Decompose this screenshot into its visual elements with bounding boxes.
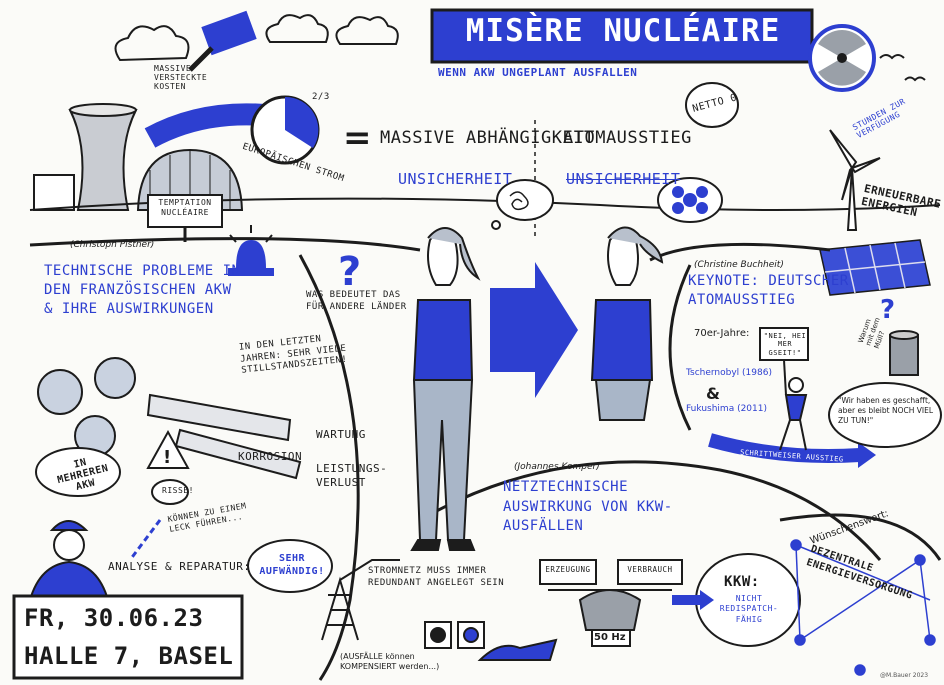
fukushima-label: Fukushima (2011) [686,404,767,414]
phaseout-label: ATOMAUSSTIEG [563,128,692,148]
ratio-label: 2/3 [312,92,330,102]
flower-icon [672,186,708,214]
uncertainty-left-label: UNSICHERHEIT [398,170,513,188]
protest-sign-label: "NEI, HEI MER GSEIT!" [763,332,807,357]
network-diagram [790,539,936,676]
worried-woman-figure [410,227,481,551]
power-tower-drawing [321,559,400,641]
quote-label: "Wir haben es geschafft, aber es bleibt … [838,396,934,425]
scribble-icon [509,191,529,211]
transition-arrow [490,262,578,398]
pipe-section-icons [37,357,136,457]
svg-text:!: ! [163,447,171,468]
temptation-label: TEMPTATION NUCLÉAIRE [158,198,212,217]
waste-barrel-drawing [889,330,919,376]
page-subtitle: WENN AKW UNGEPLANT AUSFALLEN [438,66,638,79]
left-heading: TECHNISCHE PROBLEME in den FRANZÖSISCHEN… [44,263,241,317]
seventies-label: 70er-Jahre: [694,328,750,339]
dependency-label: MASSIVE ABHÄNGIGKEIT [380,128,595,148]
solar-panel-drawing [819,239,931,296]
page-title: MISÈRE NUCLÉAIRE [465,13,781,49]
question-label: WAS BEDEUTET DAS für ANDERE LÄNDER [306,290,407,312]
and-label: & [706,384,720,403]
title-banner [430,8,814,64]
pipe-drawing [146,393,302,480]
svg-text:?: ? [880,295,895,325]
kkw-label: KKW: [724,574,760,590]
date-box [12,594,244,680]
frequency-label: 50 Hz [594,632,626,643]
redundant-label: STROMNETZ MUSS IMMER REDUNDANT ANGELEGT … [368,566,505,588]
right-heading: KEYNOTE: DEUTSCHER ATOMAUSSTIEG [688,273,849,308]
equals-sign: = [343,118,372,158]
siren-icon [228,225,274,276]
failures-label: (AUSFÄLLE können KOMPENSIERT werden...) [340,652,440,671]
radiation-icon [808,24,876,92]
engineer-figure [28,520,110,601]
generation-label: ERZEUGUNG [545,565,591,574]
analysis-label: ANALYSE & REPARATUR: [108,560,251,573]
speaker-kemper: (Johannes Kemper) [514,462,600,472]
maintenance-label: WARTUNG [316,428,366,441]
not-redispatch-label: NICHT REDISPATCH-FÄHIG [719,594,779,624]
consumption-label: VERBRAUCH [627,565,673,574]
svg-text:?: ? [338,249,361,295]
chernobyl-label: Tschernobyl (1986) [686,368,772,378]
artist-signature: @M.Bauer 2023 [880,672,929,679]
speaker-pistner: (Christoph Pistner) [70,240,155,250]
europe-pie-chart [250,95,320,165]
balance-scale-drawing [539,559,683,647]
cracks-label: RISSE! [162,486,194,495]
hand-pointer-icon [477,638,558,661]
bottom-heading: NETZTECHNISCHE AUSWIRKUNG von KKW-AUSFÄL… [503,479,673,535]
control-buttons [424,621,485,649]
speaker-buchheit: (Christine Buchheit) [694,260,784,270]
corrosion-label: KORROSION [238,450,303,463]
warning-icon [146,429,190,469]
event-place: HALLE 7, BASEL [24,642,234,670]
hidden-costs-label: MASSIVE VERSTECKTE KOSTEN [154,64,208,92]
speech-bubble [35,447,121,497]
uncertainty-right-label: UNSICHERHEIT [566,170,681,188]
expensive-label: SEHR AUFWÄNDIG! [259,553,325,577]
performance-loss-label: LEISTUNGS- VERLUST [316,462,388,490]
event-date: FR, 30.06.23 [24,604,204,632]
relaxed-woman-figure [590,226,664,421]
magnifier-icon [188,10,257,72]
wind-turbine-drawing [829,129,881,231]
cloud-icon [114,14,399,62]
protester-figure [759,327,809,451]
